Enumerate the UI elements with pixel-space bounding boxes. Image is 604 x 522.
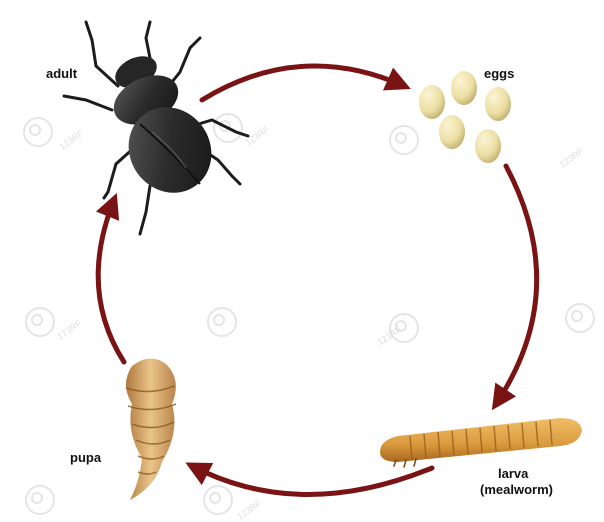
eggs-label: eggs	[484, 66, 514, 81]
watermark-text: 123RF	[557, 146, 585, 170]
watermark-text: 123RF	[57, 128, 85, 152]
egg-cluster-icon	[419, 71, 511, 163]
watermark-icon	[566, 304, 594, 332]
watermark-icon	[390, 126, 418, 154]
pupa-label: pupa	[70, 450, 102, 465]
watermark-text: 123RF	[235, 498, 263, 522]
watermark-icon	[26, 308, 54, 336]
arrow-pupa-to-adult	[98, 200, 124, 362]
arrow-eggs-to-larva	[496, 166, 537, 404]
mealworm-larva-icon	[380, 418, 582, 467]
larva-note-label: (mealworm)	[480, 482, 553, 497]
watermark-icon	[26, 486, 54, 514]
watermark-icon	[204, 486, 232, 514]
pupa-icon	[126, 358, 176, 500]
watermark-icon	[24, 118, 52, 146]
arrow-adult-to-eggs	[202, 66, 404, 100]
larva-label: larva	[498, 466, 529, 481]
watermark-text: 123RF	[55, 318, 83, 342]
adult-label: adult	[46, 66, 78, 81]
watermark-icon	[208, 308, 236, 336]
